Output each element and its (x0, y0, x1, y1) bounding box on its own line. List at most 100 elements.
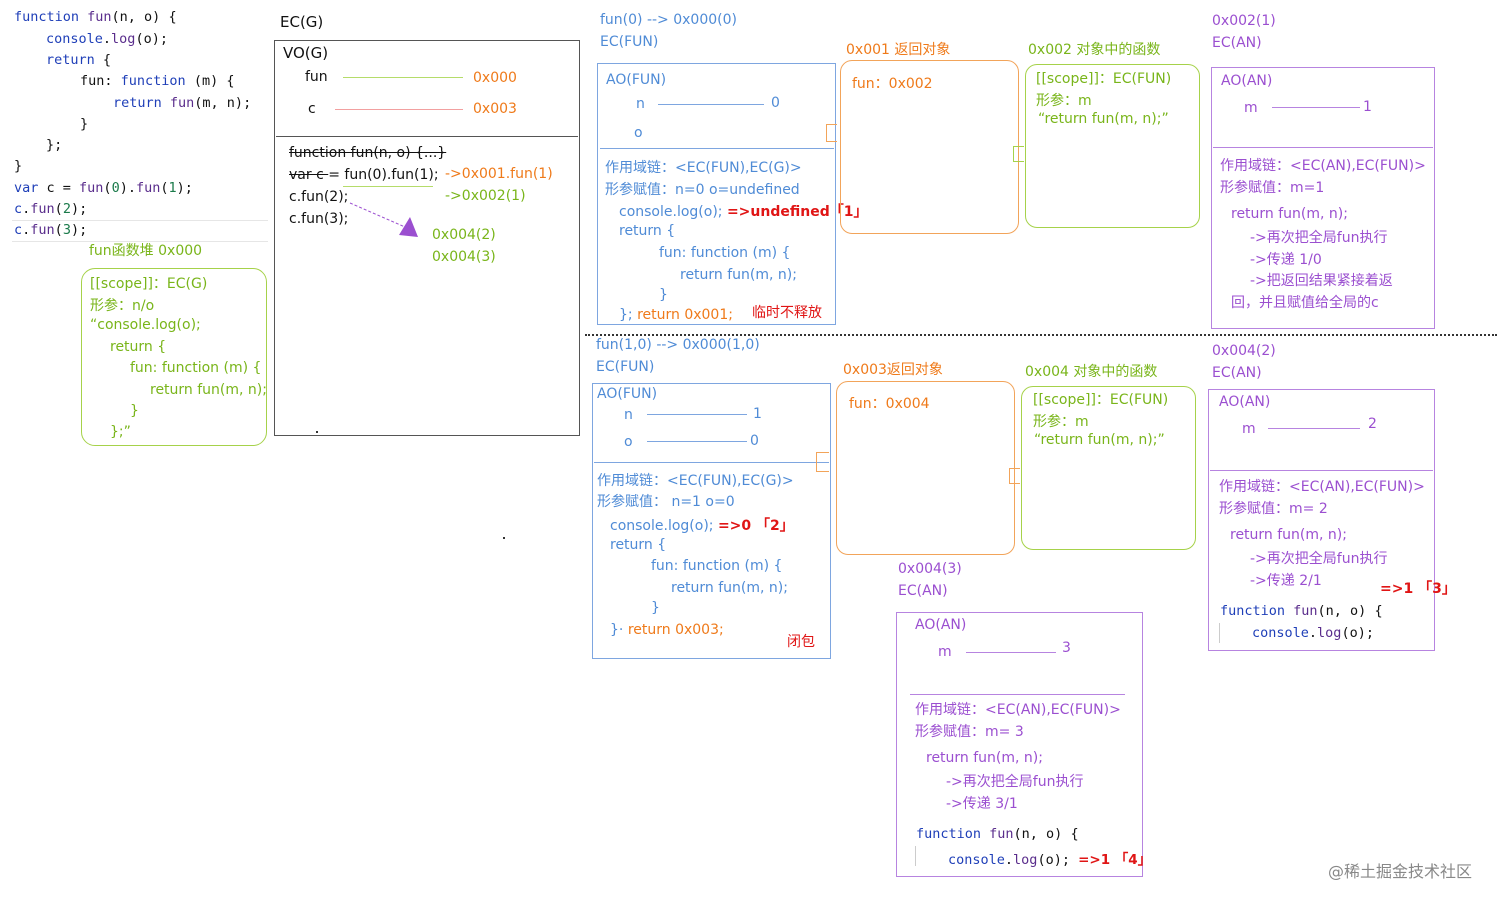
code-fn-name: fun (30, 201, 55, 217)
an2-output: =>1 「3」 (1380, 581, 1456, 597)
fn1-params: 形参：m (1036, 93, 1092, 109)
section-separator (585, 334, 1497, 336)
an1-title: 0x002(1) (1212, 13, 1276, 29)
ec1-n-line (658, 104, 764, 105)
ec2-var-n: n (624, 407, 633, 423)
code-text: ( (54, 201, 63, 217)
code-line-6: } (80, 116, 89, 132)
an3-m-line (966, 652, 1056, 653)
an1-var-m: m (1244, 100, 1258, 116)
ecg-var-c: c (308, 101, 316, 117)
code-fn-name: log (1013, 852, 1038, 868)
an3-code-snippet: function fun(n, o) { (916, 826, 1079, 842)
code-text: (o); (1341, 625, 1374, 641)
an1-ao-label: AO(AN) (1221, 73, 1273, 89)
arrow-left-icon (816, 452, 829, 472)
code-fn-name: fun (981, 826, 1014, 842)
code-text: (n, o) { (1317, 603, 1383, 619)
code-indent-guide (1219, 623, 1220, 643)
ec2-output: =>0 「2」 (717, 518, 794, 534)
ec1-param-assign: 形参赋值：n=0 o=undefined (605, 182, 800, 198)
ecg-c-line (335, 109, 463, 110)
ec2-var-o: o (624, 434, 633, 450)
code-text: c = (38, 180, 80, 196)
code-line-4: fun: function (m) { (80, 73, 234, 89)
code-text: (n, o) { (111, 9, 177, 25)
an3-scope-chain: 作用域链：<EC(AN),EC(FUN)> (915, 702, 1121, 718)
fn2-scope: [[scope]]：EC(FUN) (1033, 392, 1169, 408)
an2-subtitle: EC(AN) (1212, 365, 1262, 381)
ecg-underline (343, 186, 433, 187)
an1-divider (1213, 147, 1433, 148)
fn2-box (1021, 386, 1196, 550)
code-object: console (1252, 625, 1309, 641)
ec1-n-value: 0 (771, 95, 780, 111)
arrow-left-icon (826, 124, 837, 142)
code-text: . (22, 201, 31, 217)
an2-code-line: return fun(m, n); (1230, 527, 1347, 543)
an2-var-m: m (1242, 421, 1256, 437)
code-fn-name: fun (135, 180, 161, 196)
code-fn-name: fun (1285, 603, 1318, 619)
code-indent-guide (915, 846, 916, 866)
fn1-box (1025, 64, 1200, 228)
code-line-1: function fun(n, o) { (14, 9, 177, 25)
code-line-3: return { (46, 52, 111, 68)
an1-m-value: 1 (1363, 99, 1372, 115)
code-text: { (94, 52, 112, 68)
watermark: @稀土掘金技术社区 (1328, 862, 1473, 881)
code-fn-name: fun (79, 9, 112, 25)
code-divider (12, 220, 268, 221)
heap-code-line: “console.log(o); (90, 317, 201, 333)
an1-note: ->把返回结果紧接着返 (1250, 273, 1393, 289)
code-line-11: c.fun(3); (14, 222, 87, 238)
code-text: (m) { (185, 73, 235, 89)
an3-subtitle: EC(AN) (898, 583, 948, 599)
an1-box (1211, 67, 1435, 329)
ecg-annotation: ->0x002(1) (445, 188, 526, 204)
obj1-prop: fun：0x002 (852, 76, 933, 92)
an1-note: 回，并且赋值给全局的c (1231, 295, 1379, 311)
pointer-arrow-icon (349, 202, 418, 237)
ec1-code-line: } (659, 287, 668, 303)
ec1-var-n: n (636, 96, 645, 112)
code-keyword: function (916, 826, 982, 842)
obj2-prop: fun：0x004 (849, 396, 930, 412)
heap-scope: [[scope]]：EC(G) (90, 276, 208, 292)
heap-code-line: return fun(m, n); (150, 382, 267, 398)
ec2-code-text: }· (610, 622, 624, 638)
code-keyword: function (1220, 603, 1286, 619)
ec2-n-line (647, 414, 747, 415)
ecg-fun-line (343, 77, 463, 78)
fn1-title: 0x002 对象中的函数 (1028, 42, 1161, 58)
fn2-params: 形参：m (1033, 414, 1089, 430)
obj1-title: 0x001 返回对象 (846, 42, 951, 58)
ec2-title: fun(1,0) --> 0x000(1,0) (596, 337, 760, 353)
code-text: : (104, 73, 121, 89)
code-line-10: c.fun(2); (14, 201, 87, 217)
ecg-divider (276, 136, 578, 137)
heap-code-line: return { (110, 339, 167, 355)
ec1-subtitle: EC(FUN) (600, 34, 659, 50)
code-number: 1 (168, 180, 177, 196)
code-fn-name: fun (30, 222, 55, 238)
ec2-note: 闭包 (787, 634, 815, 650)
ec2-code-line: } (651, 600, 660, 616)
an2-title: 0x004(2) (1212, 343, 1276, 359)
code-text: ); (70, 222, 88, 238)
fn1-body: “return fun(m, n);” (1038, 111, 1169, 127)
code-keyword: function (120, 73, 186, 89)
ec1-output: =>undefined「1」 (726, 204, 868, 220)
ec1-return: return 0x001; (637, 307, 733, 323)
ec1-note: 临时不释放 (752, 305, 822, 321)
ec2-o-line (647, 441, 747, 442)
code-line-8: } (14, 158, 23, 174)
code-text: . (22, 222, 31, 238)
code-number: 2 (62, 201, 71, 217)
ec2-n-value: 1 (753, 406, 762, 422)
code-object: c (14, 222, 23, 238)
arrow-left-icon (1009, 468, 1020, 484)
ecg-vo-label: VO(G) (283, 44, 329, 62)
obj1-box (840, 60, 1019, 234)
fn1-scope: [[scope]]：EC(FUN) (1036, 71, 1172, 87)
